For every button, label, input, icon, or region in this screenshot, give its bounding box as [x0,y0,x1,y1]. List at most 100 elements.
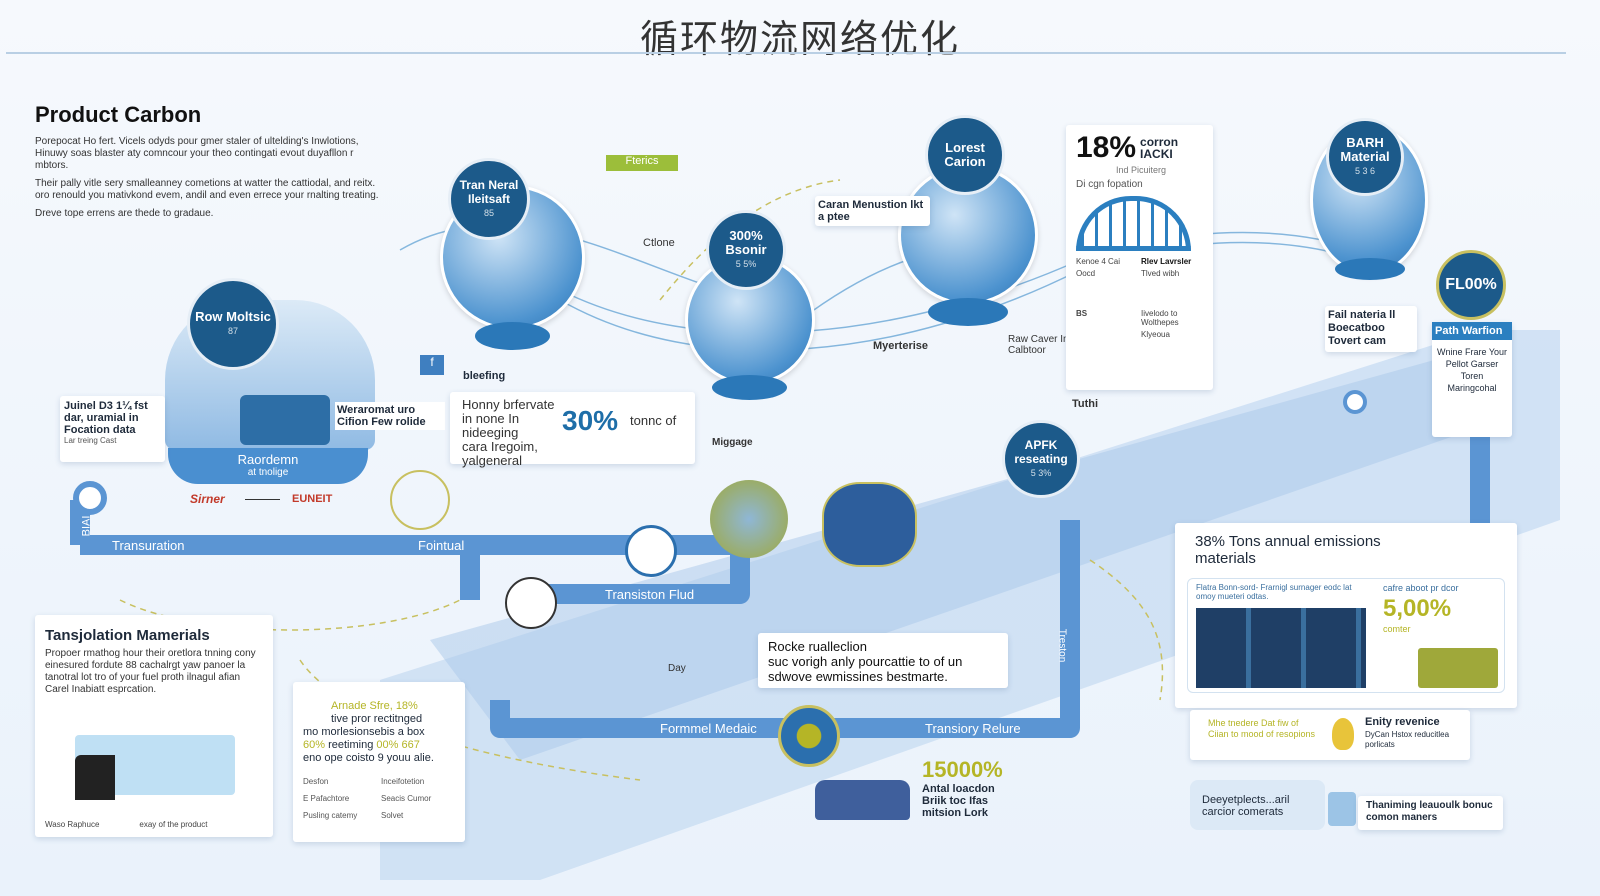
path-warfion-body: Wnine Frare Your Pellot Garser Toren Mar… [1436,347,1508,393]
emissions-desc: Flatra Bonn-sord- Frarnigl surnager eodc… [1196,583,1352,601]
metrics-card: Arnade Sfre, 18% tive pror rectitnged mo… [293,682,465,842]
metrics-line: morlesionsebis a box [321,726,425,738]
worker-icon [625,525,677,577]
callout-title: Juinel D3 1¼ fst dar, uramial in Focatio… [64,400,148,436]
warehouse-illustration [1418,648,1498,688]
stats-caption: Di cgn fopation [1076,179,1143,190]
stats-item: Oocd [1076,269,1096,278]
callout-text: cara Iregoim, yalgeneral [462,439,538,468]
legend-item: Solvet [381,811,404,820]
lightbulb-icon [1332,718,1354,750]
emissions-bottom-title: Enity revenice [1365,716,1440,728]
callout-location-data: Juinel D3 1¼ fst dar, uramial in Focatio… [60,396,165,462]
label-ctlone: Ctlone [643,237,675,249]
badge-raw-material: Row Moltsic 87 [187,278,279,370]
logo-euneit: EUNEIT [292,493,333,505]
footer-left-button[interactable]: Deeyetplects...aril carcior comerats [1190,780,1325,830]
path-warfion-title: Path Warfion [1432,322,1512,340]
footer-right-button[interactable]: Thaniming leauoulk bonuc comon maners [1358,796,1503,830]
truck-icon [240,395,330,445]
emissions-bottom-body: DyCan Hstox reducitlea porlicats [1365,730,1450,749]
dome-icon [1076,196,1191,251]
metrics-line: eno [303,752,322,764]
label-miggage: Miggage [712,437,753,448]
badge-sub: 5 3% [1030,468,1052,478]
path-warfion-card: Path Warfion Wnine Frare Your Pellot Gar… [1432,322,1512,437]
callout-rocke: Rocke rualleclion suc vorigh anly pourca… [758,633,1008,688]
stats-item: Iivelodo to Wolthepes [1141,309,1179,327]
legend-item: Desfon [303,777,329,786]
callout-title: Rocke rualleclion [768,639,867,654]
callout-text: Honny brfervate in none In nideeging [462,397,555,440]
emissions-value: 5,00% [1383,595,1452,622]
globe-stand [928,298,1008,326]
badge-sub: 5 3 6 [1354,166,1376,176]
badge-title: APFK reseating [1014,438,1068,466]
road-label-formmel: Formmel Medaic [660,721,757,736]
world-grid-icon [822,482,917,567]
stats-percent: 18% [1076,131,1137,164]
badge-floo: FL00% [1436,250,1506,320]
title-divider [6,52,1566,54]
stat-text: Antal loacdon Briik toc Ifas mitsion Lor… [922,783,995,819]
legend-item: Inceifotetion [381,777,425,786]
callout-30-percent: Honny brfervate in none In nideeging 30%… [450,392,695,468]
label-myerterise: Myerterise [873,340,929,352]
legend-item: Seacis Cumor [381,794,432,803]
fuel-pump-icon [505,577,557,629]
intro-paragraph: Porepocat Ho fert. Vicels odyds pour gme… [35,136,359,171]
arrow-icon [245,499,280,500]
road-label-treston: Treston [1056,628,1068,663]
transport-body: Propoer rmathog hour their oretlora tnni… [45,648,256,695]
label-raw-caver: Raw Caver In Calbtoor [1008,334,1069,356]
emissions-value-label: comter [1383,624,1411,634]
stat-value: 15000% [922,757,1003,782]
transport-card: Tansjolation Mamerials Propoer rmathog h… [35,615,273,837]
metrics-line: 00% 667 [376,739,420,751]
badge-title: Row Moltsic [195,309,271,324]
banner-title: Raordemn [237,452,299,467]
metrics-line: 60% [303,739,326,751]
stats-item: Tlved wibh [1141,269,1180,278]
label-day: Day [668,663,686,674]
road-label-transiory: Transiory Relure [925,721,1021,736]
emissions-bottom-left: Mhe tnedere Dat fiw of Ciian to mood of … [1208,718,1316,739]
page-title: 循环物流网络优化 [639,17,960,61]
metrics-line: Arnade Sfre, 18% [331,700,418,712]
callout-fail-material: Fail nateria ll Boecatboo Tovert cam [1325,306,1417,352]
label-tuthi: Tuthi [1072,398,1099,410]
badge-lorest-carion: Lorest Carion [925,115,1005,195]
metrics-line: ope coisto 9 youu alie. [324,752,434,764]
stats-item: Kenoe 4 Cai [1076,257,1121,266]
metrics-line: reetiming [328,739,374,751]
stats-item: BS [1076,309,1088,318]
badge-apfk: APFK reseating 5 3% [1002,420,1080,498]
legend-item: E Pafachtore [303,794,350,803]
truck-cab-icon [75,755,115,800]
label-fterics: Fterics [606,155,678,171]
emissions-bottom: Mhe tnedere Dat fiw of Ciian to mood of … [1190,710,1470,760]
callout-value: 30% [562,405,619,436]
earth-globe-icon [710,480,788,558]
stats-item: Klyeoua [1141,330,1170,339]
badge-sub: 87 [227,326,238,336]
globe-stand [712,375,787,400]
buildings-illustration [1196,608,1366,688]
transport-heading: Tansjolation Mamerials [45,627,210,644]
intro-section: Product Carbon Porepocat Ho fert. Vicels… [35,102,385,220]
emissions-right-label: cafre aboot pr dcor [1383,583,1459,593]
road-label-bia: BIAI [80,515,93,537]
intro-paragraph: Their pally vitle sery smalleanney comet… [35,178,379,201]
stats-percent-label: corron IACKI [1140,135,1179,161]
stats-sub: Ind Picuiterg [1116,165,1167,175]
network-gear-icon [390,470,450,530]
legend-item: Waso Raphuce [45,820,100,829]
banner-sub: at tnolige [247,467,289,478]
callout-sub: Lar treing Cast [64,436,117,445]
badge-sub: 5 5% [735,259,757,269]
callout-body: suc vorigh anly pourcattie to of un sdwo… [768,654,963,684]
